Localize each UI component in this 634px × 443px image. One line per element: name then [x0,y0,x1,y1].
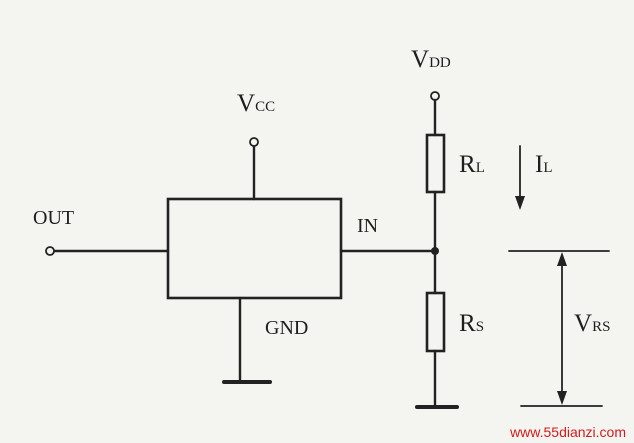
label-vdd: VDD [411,46,451,73]
label-vrs: VRS [574,310,610,337]
label-in: IN [357,215,378,237]
vrs-arrow-head-up [557,252,567,266]
label-vcc: VCC [237,90,275,117]
label-il: IL [535,151,553,178]
resistor-rl [425,133,446,194]
label-rs: RS [459,310,484,337]
watermark-text: www.55dianzi.com [509,424,626,440]
label-out: OUT [33,207,74,229]
vcc-terminal [249,137,259,147]
resistor-rs [425,291,446,353]
ic-box [166,197,343,300]
il-arrow-head [515,196,525,210]
label-gnd: GND [265,317,308,339]
vrs-arrow-head-down [557,391,567,405]
out-terminal [45,246,55,256]
label-rl: RL [459,151,485,178]
